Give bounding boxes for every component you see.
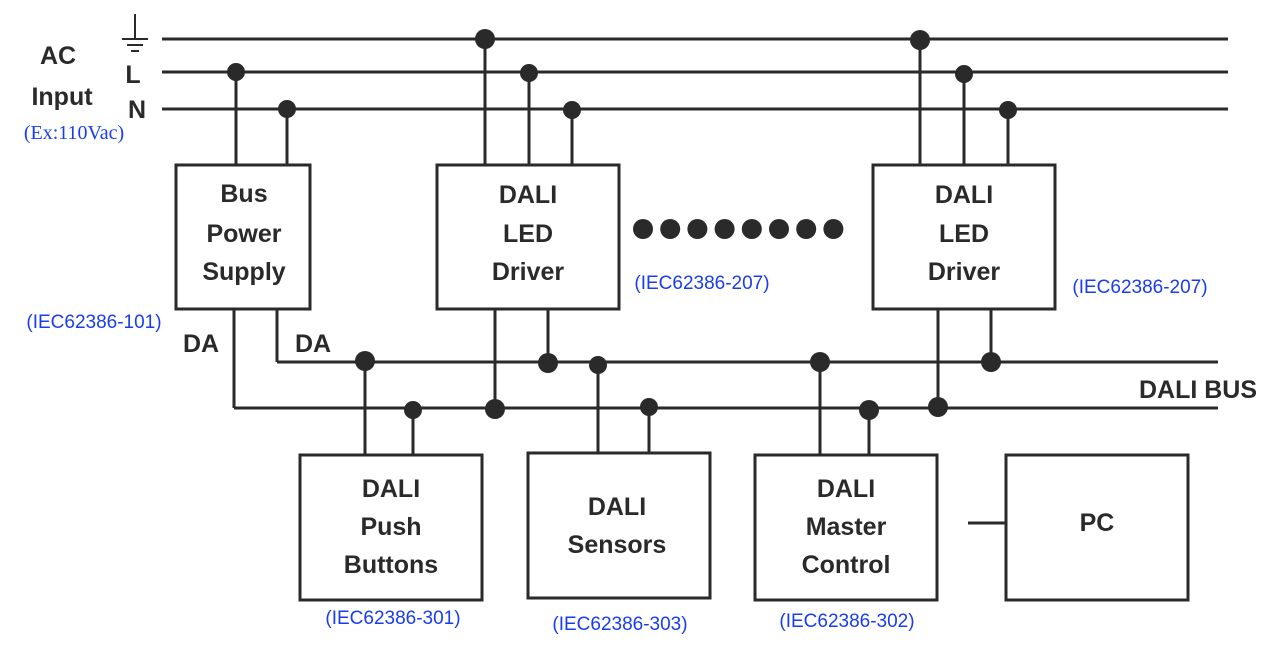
svg-text:Supply: Supply: [202, 258, 285, 286]
ground-icon: [122, 14, 148, 52]
svg-text:Sensors: Sensors: [568, 531, 667, 559]
junction-dot: [538, 353, 558, 373]
pc-block: PC: [1004, 453, 1190, 602]
junction-dot: [859, 400, 879, 420]
ellipsis-dot: [687, 219, 708, 239]
ellipsis-dots: [633, 219, 844, 239]
junction-dot: [640, 398, 658, 416]
ellipsis-dot: [823, 219, 844, 239]
neutral-label: N: [128, 96, 146, 124]
dali-bus-label: DALI BUS: [1139, 376, 1257, 404]
svg-text:DALI: DALI: [817, 475, 875, 503]
ellipsis-dot: [796, 219, 817, 239]
svg-text:LED: LED: [939, 220, 989, 248]
svg-text:DALI: DALI: [588, 493, 646, 521]
da-label-1: DA: [183, 330, 219, 358]
junction-dot: [589, 356, 607, 374]
junction-dot: [278, 100, 296, 118]
bus-power-supply-block: Bus Power Supply: [174, 163, 312, 311]
svg-text:Control: Control: [802, 551, 891, 579]
svg-text:PC: PC: [1080, 509, 1115, 537]
svg-text:DALI: DALI: [935, 181, 993, 209]
ellipsis-dot: [769, 219, 789, 239]
ellipsis-dot: [660, 219, 681, 239]
junction-dot: [955, 65, 973, 83]
ellipsis-dot: [633, 219, 653, 239]
junction-dot: [475, 29, 495, 49]
led-driver-2-block: DALI LED Driver: [871, 163, 1057, 311]
junction-dot: [404, 401, 422, 419]
svg-text:Master: Master: [806, 513, 887, 541]
live-label: L: [125, 61, 140, 89]
svg-text:DALI: DALI: [499, 181, 557, 209]
junction-dot: [999, 101, 1017, 119]
push-buttons-block: DALI Push Buttons: [298, 453, 484, 602]
da-label-2: DA: [295, 330, 331, 358]
svg-text:Push: Push: [360, 513, 421, 541]
push-buttons-standard: (IEC62386-301): [325, 608, 460, 629]
ac-input-example: (Ex:110Vac): [24, 122, 124, 144]
junction-dot: [928, 397, 948, 417]
led-driver-2-standard: (IEC62386-207): [1072, 277, 1207, 298]
svg-text:DALI: DALI: [362, 475, 420, 503]
junction-dot: [563, 101, 581, 119]
junction-dot: [227, 63, 245, 81]
svg-text:Driver: Driver: [492, 258, 565, 286]
junction-dot: [485, 399, 505, 419]
ac-input-title-line2: Input: [31, 83, 93, 111]
svg-text:Bus: Bus: [220, 180, 267, 208]
led-driver-1-block: DALI LED Driver: [435, 163, 621, 311]
ellipsis-dot: [741, 219, 762, 239]
master-control-block: DALI Master Control: [753, 453, 939, 602]
junction-dot: [910, 30, 930, 50]
sensors-standard: (IEC62386-303): [552, 614, 687, 635]
led-driver-1-standard: (IEC62386-207): [634, 273, 769, 294]
svg-text:Driver: Driver: [928, 258, 1001, 286]
svg-text:LED: LED: [503, 220, 553, 248]
svg-text:Buttons: Buttons: [344, 551, 438, 579]
junction-dot: [355, 351, 375, 371]
ac-input-title-line1: AC: [40, 42, 76, 70]
master-control-standard: (IEC62386-302): [779, 611, 914, 632]
svg-text:Power: Power: [206, 220, 281, 248]
junction-dot: [981, 352, 1001, 372]
bus-power-supply-standard: (IEC62386-101): [26, 312, 161, 333]
junction-dot: [810, 352, 830, 372]
sensors-block: DALI Sensors: [526, 451, 712, 600]
junction-dot: [520, 64, 538, 82]
ellipsis-dot: [714, 219, 735, 239]
